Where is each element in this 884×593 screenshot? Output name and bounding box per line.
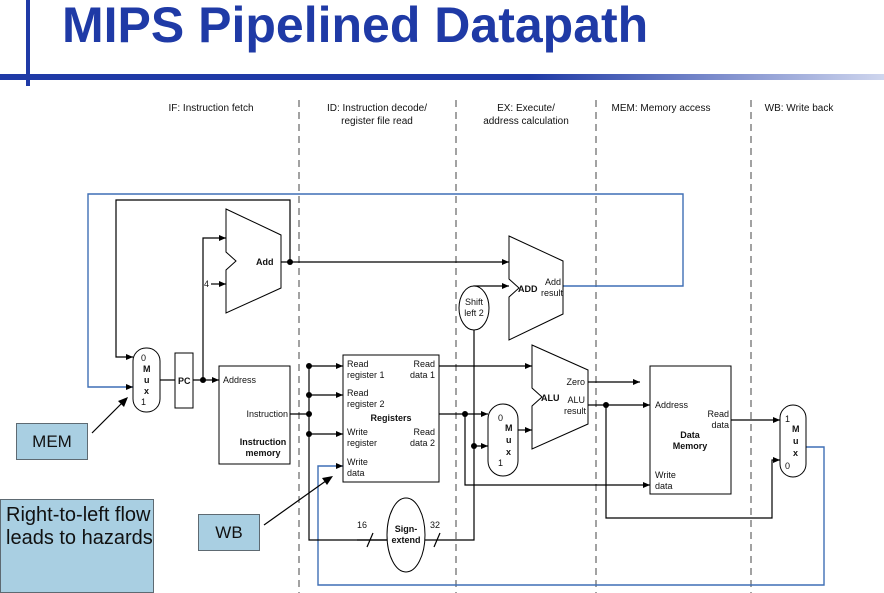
branch-adder: ADD Add result [508,235,564,341]
svg-text:0: 0 [785,461,790,471]
alu: ALU Zero ALU result [531,344,589,450]
svg-text:ADD: ADD [518,284,538,294]
svg-text:M: M [505,423,513,433]
svg-text:Read: Read [347,388,369,398]
title-accent-bar [26,0,30,86]
svg-text:x: x [793,448,798,458]
writeback-mux: 1 M u x 0 [779,404,807,478]
svg-text:register 1: register 1 [347,370,385,380]
svg-text:u: u [793,436,799,446]
svg-text:x: x [506,447,511,457]
svg-text:Write: Write [347,427,368,437]
svg-text:data: data [347,468,365,478]
svg-text:Shift: Shift [465,297,484,307]
stage-ex-label: EX: Execute/ [497,103,555,114]
feedback-wires [87,193,825,586]
register-file: Read register 1 Read register 2 Write re… [342,354,440,483]
svg-text:Zero: Zero [566,377,585,387]
stage-separators [298,100,752,593]
stage-wb-label: WB: Write back [765,103,835,114]
hazard-callout: Right-to-left flow leads to hazards [0,499,154,593]
bus-width-16: 16 [357,520,367,530]
svg-text:Instruction: Instruction [240,437,287,447]
pc-register: PC [174,352,194,409]
svg-text:data: data [655,481,673,491]
bus-width-32: 32 [430,520,440,530]
svg-text:memory: memory [245,448,280,458]
svg-text:Address: Address [655,400,689,410]
sign-extend-unit: Sign- extend [386,497,426,573]
svg-text:0: 0 [141,353,146,363]
data-memory: Address Read data Data Memory Write data [649,365,732,495]
svg-text:Read: Read [347,359,369,369]
svg-text:Add: Add [256,257,274,267]
callout-arrows [91,397,333,526]
stage-mem-label: MEM: Memory access [612,103,711,114]
svg-text:1: 1 [498,458,503,468]
pc-mux: 0 M u x 1 [132,347,161,413]
svg-text:u: u [144,375,150,385]
svg-text:left 2: left 2 [464,308,484,318]
svg-text:u: u [506,435,512,445]
slide-title: MIPS Pipelined Datapath [62,0,649,53]
wire-junctions [200,259,609,449]
svg-text:Write: Write [347,457,368,467]
svg-text:register: register [347,438,377,448]
alu-src-mux: 0 M u x 1 [487,403,519,477]
svg-text:ALU: ALU [567,395,585,405]
svg-text:4: 4 [204,279,209,289]
svg-text:Read: Read [413,427,435,437]
pc-adder: Add 4 [204,208,282,314]
bus-slash-32 [433,532,441,548]
svg-text:Memory: Memory [673,441,708,451]
svg-text:Registers: Registers [370,413,411,423]
svg-text:PC: PC [178,376,191,386]
svg-text:Read: Read [413,359,435,369]
stage-id-label: ID: Instruction decode/ [327,103,427,114]
svg-text:result: result [541,288,564,298]
svg-text:Read: Read [707,409,729,419]
svg-text:1: 1 [785,414,790,424]
title-underline [0,74,884,80]
stage-ex-label-line2: address calculation [483,116,569,127]
bus-slash-16 [366,532,374,548]
svg-text:extend: extend [391,535,420,545]
instruction-memory: Address Instruction Instruction memory [218,365,291,465]
svg-text:Add: Add [545,277,561,287]
svg-text:Write: Write [655,470,676,480]
svg-text:ALU: ALU [541,393,560,403]
svg-text:0: 0 [498,413,503,423]
svg-text:Sign-: Sign- [395,524,418,534]
svg-text:data 1: data 1 [410,370,435,380]
svg-text:1: 1 [141,397,146,407]
svg-text:data: data [711,420,729,430]
svg-text:M: M [143,364,151,374]
svg-text:Data: Data [680,430,701,440]
stage-if-label: IF: Instruction fetch [168,103,253,114]
shift-left-2-unit: Shift left 2 [458,285,490,331]
svg-text:Instruction: Instruction [246,409,288,419]
wb-callout: WB [198,514,260,551]
wire-arrowheads [126,235,780,488]
mem-callout: MEM [16,423,88,460]
stage-id-label-line2: register file read [341,116,413,127]
svg-text:Address: Address [223,375,257,385]
svg-text:x: x [144,386,149,396]
svg-text:register 2: register 2 [347,399,385,409]
svg-text:data 2: data 2 [410,438,435,448]
svg-text:result: result [564,406,587,416]
svg-text:M: M [792,424,800,434]
